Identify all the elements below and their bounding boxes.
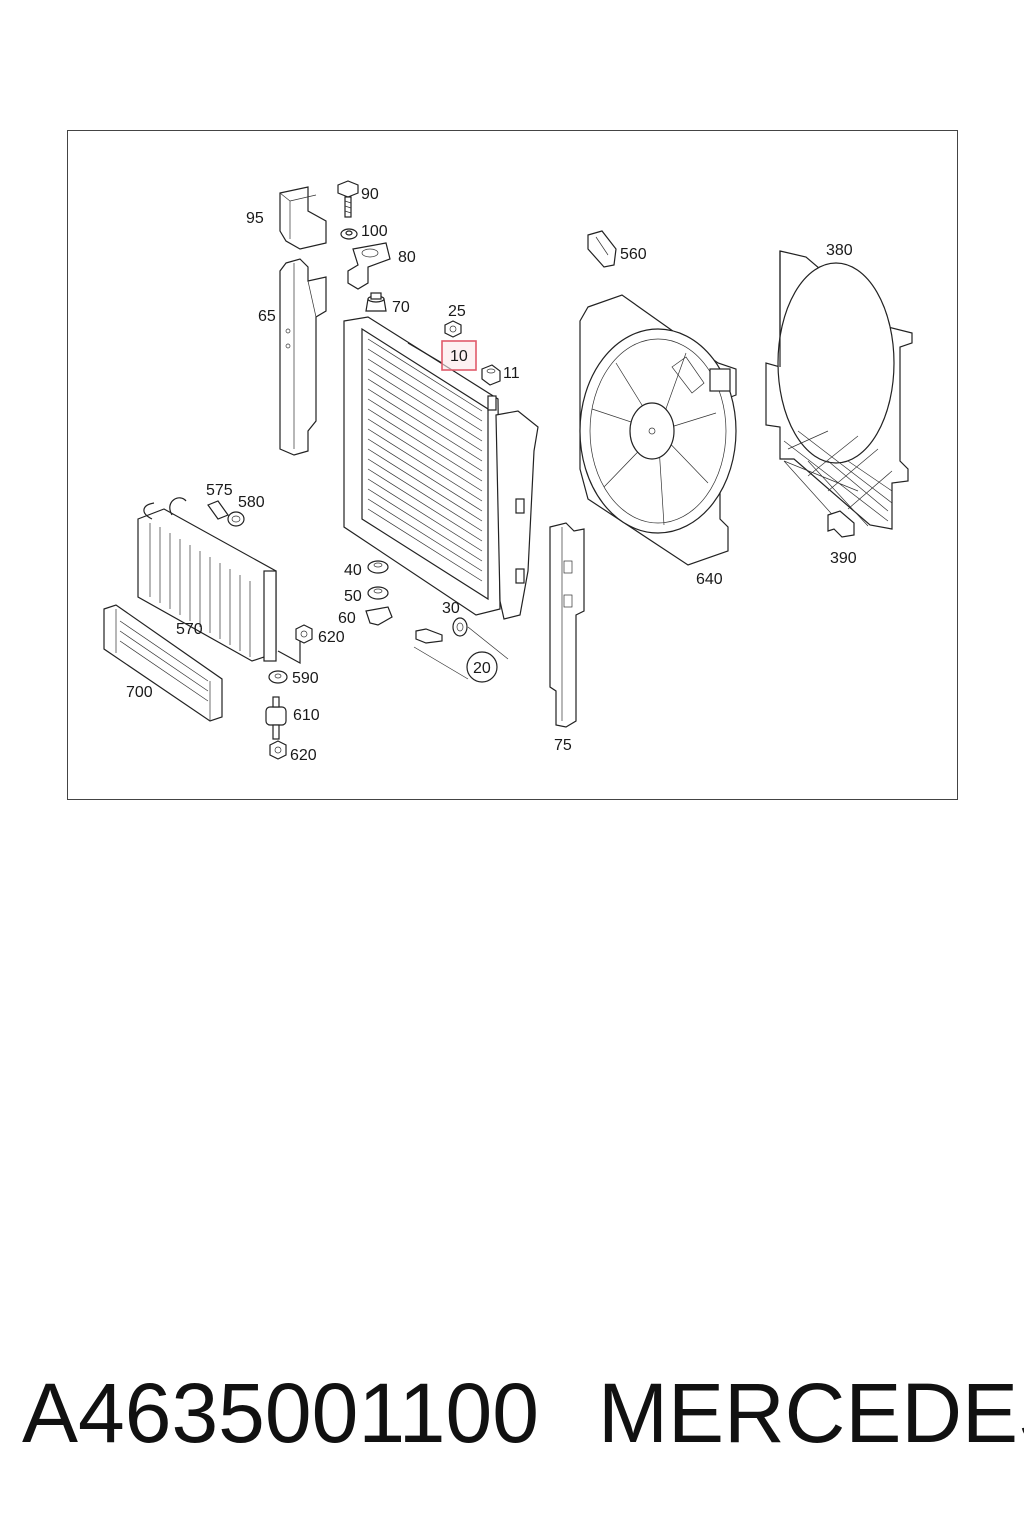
- callout-95[interactable]: 95: [246, 210, 264, 227]
- part-50-rubber-bush: [367, 586, 389, 600]
- callout-20[interactable]: 20: [473, 660, 491, 677]
- radiator-exploded-diagram: 95 90 100 80 70: [103, 180, 913, 764]
- part-640-fan-assembly: [579, 294, 737, 566]
- callout-575[interactable]: 575: [206, 482, 233, 499]
- callout-590[interactable]: 590: [292, 670, 319, 687]
- callout-380[interactable]: 380: [826, 242, 853, 259]
- callout-70[interactable]: 70: [392, 299, 410, 316]
- callout-25[interactable]: 25: [448, 303, 466, 320]
- part-570-condenser: [137, 497, 277, 662]
- callout-90[interactable]: 90: [361, 186, 379, 203]
- callout-390[interactable]: 390: [830, 550, 857, 567]
- part-25-nut: [444, 320, 462, 338]
- callout-620-lower[interactable]: 620: [290, 747, 317, 764]
- callout-100[interactable]: 100: [361, 223, 388, 240]
- callout-620-upper[interactable]: 620: [318, 629, 345, 646]
- part-10-radiator: [343, 316, 539, 620]
- callout-30[interactable]: 30: [442, 600, 460, 617]
- part-610-mount: [265, 696, 287, 740]
- callout-75[interactable]: 75: [554, 737, 572, 754]
- callout-560[interactable]: 560: [620, 246, 647, 263]
- callout-610[interactable]: 610: [293, 707, 320, 724]
- callout-20-circle: [466, 651, 498, 683]
- part-100-washer: [340, 228, 358, 240]
- callout-10-highlight: [441, 340, 477, 371]
- part-95-bracket: [279, 186, 327, 250]
- callout-11[interactable]: 11: [503, 365, 520, 382]
- callout-65[interactable]: 65: [258, 308, 276, 325]
- callout-640[interactable]: 640: [696, 571, 723, 588]
- part-575-hose: [207, 500, 229, 520]
- part-590-washer: [268, 670, 288, 684]
- part-65-side-panel: [279, 258, 327, 456]
- part-380-shroud: [765, 250, 913, 530]
- part-75-side-panel: [549, 522, 585, 728]
- part-700-cooler: [103, 604, 223, 722]
- part-70-rubber-mount: [365, 292, 387, 312]
- part-90-bolt: [337, 180, 359, 218]
- callout-580[interactable]: 580: [238, 494, 265, 511]
- part-number: A4635001100: [22, 1366, 539, 1460]
- part-30-bolt-kit: [413, 617, 509, 680]
- part-620-nut-upper: [295, 624, 313, 644]
- part-390-clip: [827, 510, 855, 538]
- part-40-grommet: [367, 560, 389, 574]
- callout-50[interactable]: 50: [344, 588, 362, 605]
- callout-570[interactable]: 570: [176, 621, 203, 638]
- callout-40[interactable]: 40: [344, 562, 362, 579]
- part-11-cap-nut: [481, 364, 501, 386]
- part-80-mount-plate: [347, 242, 391, 290]
- part-60-bracket: [365, 606, 393, 626]
- callout-700[interactable]: 700: [126, 684, 153, 701]
- parts-diagram-frame: 95 90 100 80 70: [67, 130, 958, 800]
- footer: A4635001100 MERCEDES: [0, 1365, 1024, 1485]
- part-620-nut-lower: [269, 740, 287, 760]
- part-560-clip: [587, 230, 617, 268]
- callout-10[interactable]: 10: [450, 348, 468, 365]
- brand-name: MERCEDES: [598, 1366, 1024, 1460]
- part-580-clamp: [227, 511, 245, 527]
- callout-60[interactable]: 60: [338, 610, 356, 627]
- callout-80[interactable]: 80: [398, 249, 416, 266]
